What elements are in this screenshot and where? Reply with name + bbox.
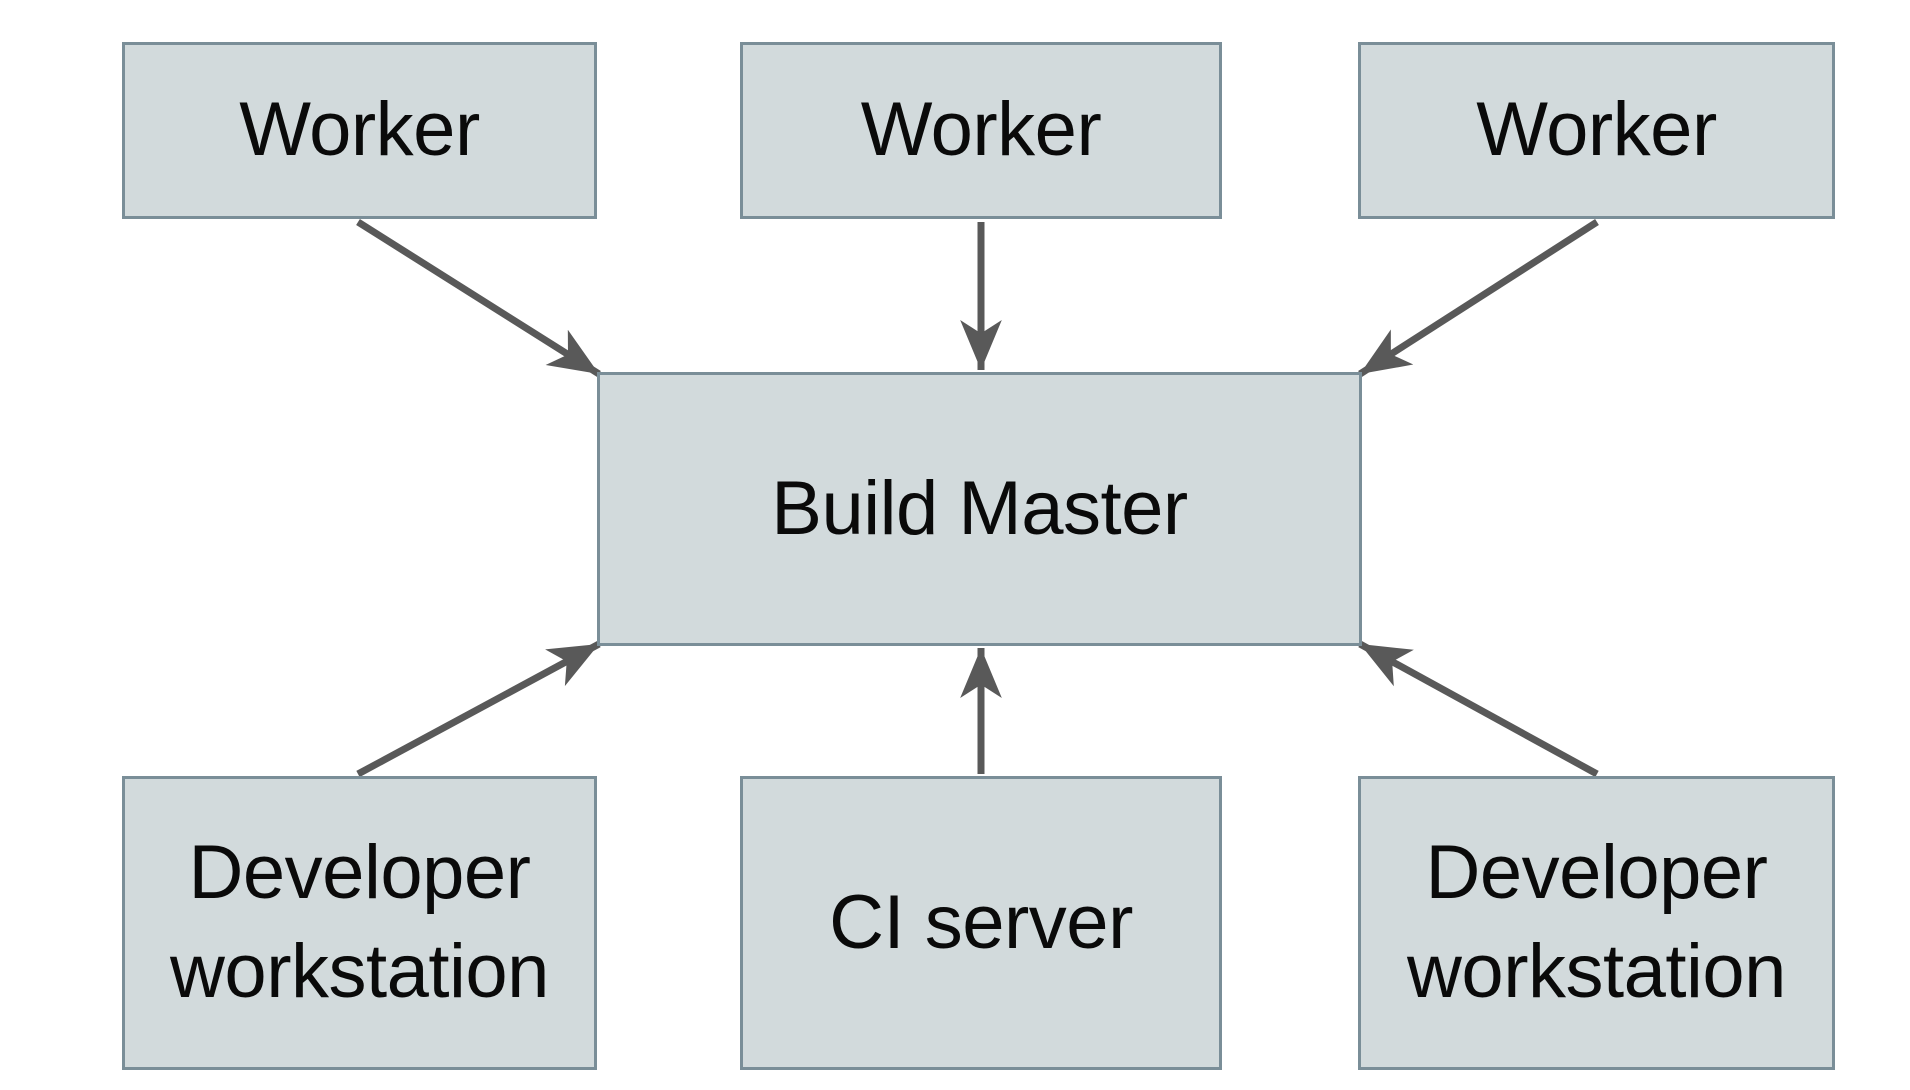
node-ci-server: CI server [740,776,1222,1070]
node-build-master: Build Master [597,372,1362,646]
node-developer-workstation-left: Developer workstation [122,776,597,1070]
node-developer-workstation-right: Developer workstation [1358,776,1835,1070]
node-worker-1-label: Worker [239,87,480,173]
node-developer-workstation-right-label: Developer workstation [1407,830,1786,1014]
node-worker-2-label: Worker [860,87,1102,173]
edge-worker3-to-build-master [1358,219,1599,377]
edge-worker1-to-build-master [356,219,601,377]
node-ci-server-label: CI server [829,879,1133,965]
node-worker-1: Worker [122,42,597,219]
node-build-master-label: Build Master [771,465,1188,551]
node-worker-2: Worker [740,42,1222,219]
node-developer-workstation-left-label: Developer workstation [170,830,549,1014]
edge-dev-right-to-build-master [1358,640,1599,778]
edge-dev-left-to-build-master [356,640,601,778]
node-worker-3-label: Worker [1476,87,1717,173]
node-worker-3: Worker [1358,42,1835,219]
